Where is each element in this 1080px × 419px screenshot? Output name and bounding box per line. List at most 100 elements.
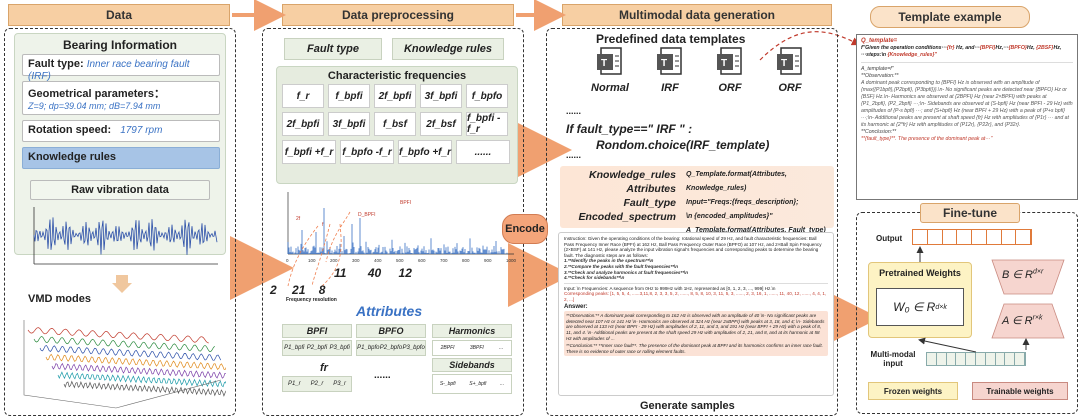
format-value: A_Template.format(Attributes, Fault_type…	[686, 227, 826, 234]
spectrum-tick: 0	[286, 258, 289, 263]
nums2-row: 2 21 8	[270, 283, 325, 297]
freq-cell: 2f_bpfi	[282, 112, 324, 136]
frozen-weights-legend: Frozen weights	[868, 382, 958, 400]
spectrum-tick: 1000	[506, 258, 517, 263]
sample-box: Instruction: Given the operating conditi…	[558, 232, 834, 396]
attr-item: 3BPFI	[469, 345, 484, 351]
template-name: ORF	[718, 82, 742, 94]
num-40: 40	[367, 266, 382, 280]
code-line-3: ......	[566, 150, 582, 160]
vmd-mode-line	[51, 362, 226, 379]
lora-a-shape	[991, 303, 1065, 339]
q-kr: {Knowledge_rules}"	[887, 52, 937, 58]
freq-cell: 2f_bsf	[420, 112, 462, 136]
attr-item: ...	[499, 345, 504, 351]
rotation-label: Rotation speed:	[28, 124, 112, 136]
freq-cell: 3f_bpfi	[420, 84, 462, 108]
vmd-mode-line	[27, 327, 209, 344]
input-cell	[995, 353, 1006, 365]
q-part-a: f"Given the operation conditions···	[861, 45, 947, 51]
finetune-arrows	[916, 246, 1030, 353]
a-template-body: A dominant peak corresponding to {BPFI} …	[861, 80, 1073, 128]
attr-item: S-_bpfi	[439, 381, 456, 387]
freq-cell: f_bpfo -f_r	[340, 140, 394, 164]
harmonics-items: 2BPFI 3BPFI...	[432, 340, 512, 356]
output-cell	[913, 230, 928, 244]
format-value: Input="Freqs:{freqs_description};	[686, 199, 799, 206]
attr-item: P1_r	[287, 381, 301, 387]
format-block	[560, 166, 834, 228]
vmd-mode-line	[39, 345, 222, 361]
svg-text:2f: 2f	[296, 216, 301, 222]
document-icon: T	[777, 47, 802, 75]
input-cell	[936, 353, 947, 365]
header-generation: Multimodal data generation	[562, 4, 832, 26]
vmd-mode-line	[45, 353, 226, 370]
dots-gen: ......	[566, 106, 582, 116]
q-part-d: Hz,	[1026, 45, 1037, 51]
num-21: 21	[292, 283, 306, 297]
input-cell	[975, 353, 986, 365]
format-key: Fault_type	[623, 197, 676, 209]
q-template-body: f"Given the operation conditions···{fr} …	[861, 45, 1073, 59]
output-cell	[927, 230, 943, 244]
code-line-2: Rondom.choice(IRF_template)	[596, 138, 770, 152]
dots-attr: ......	[374, 370, 391, 381]
lora-a-text: A ∈ Rr×k	[1002, 314, 1043, 327]
format-key: Attributes	[626, 183, 676, 195]
geometry-box: Geometrical parameters： Z=9; dp=39.04 mm…	[22, 81, 220, 115]
svg-text:BPFI: BPFI	[400, 200, 411, 206]
b-text: B ∈ R	[1002, 269, 1033, 281]
a-template-obs: **Observation:**	[861, 73, 899, 79]
code-line-1: If fault_type==" IRF " :	[566, 122, 693, 136]
q-part-c: Hz,···	[995, 45, 1009, 51]
raw-vibration-title: Raw vibration data	[30, 180, 210, 200]
vmd-modes-plot	[23, 320, 226, 409]
document-icon: T	[597, 47, 622, 75]
sample-peaks: Corresponding peaks: [1, 5, 5, 4, ......…	[564, 291, 827, 302]
q-template-label: Q_template=	[861, 38, 898, 44]
generate-samples-label: Generate samples	[640, 400, 735, 412]
knowledge-rules-chip: Knowledge rules	[392, 38, 504, 60]
format-value: \n {encoded_amplitudes}"	[686, 213, 773, 220]
spectrum-tick: 200	[330, 258, 338, 263]
down-arrow	[112, 275, 132, 293]
spectrum-tick: 500	[396, 258, 404, 263]
template-name: ORF	[778, 82, 802, 94]
bpfo-col: BPFO	[356, 324, 426, 338]
input-cell	[927, 353, 937, 365]
input-cell	[956, 353, 967, 365]
lora-b-shape	[991, 259, 1065, 295]
bpfi-col: BPFI	[282, 324, 352, 338]
spectrum-tick: 900	[484, 258, 492, 263]
attr-item: 2BPFI	[440, 345, 455, 351]
encode-button[interactable]: Encode	[502, 214, 548, 244]
header-data: Data	[8, 4, 230, 26]
geometry-value: Z=9; dp=39.04 mm; dB=7.94 mm	[28, 101, 161, 111]
freq-cell: f_bpfi	[328, 84, 370, 108]
input-vector	[926, 352, 1026, 366]
output-cell	[986, 230, 1002, 244]
output-cell	[957, 230, 972, 244]
output-label: Output	[876, 234, 903, 243]
format-key: Knowledge_rules	[589, 169, 676, 181]
format-rhs: Q_Template.format(Attributes, Knowledge_…	[686, 168, 836, 238]
lora-b-text: B ∈ Rd×r	[1002, 268, 1043, 281]
attr-item: ...	[500, 381, 505, 387]
attr-item: P3_bpfo	[402, 345, 425, 351]
freq-res-label: Frequency resolution	[286, 297, 337, 303]
output-cell	[942, 230, 958, 244]
svg-text:T: T	[721, 58, 727, 69]
freq-cell: 2f_bpfi	[374, 84, 416, 108]
num-8: 8	[318, 283, 326, 297]
spectrum-tick: 600	[418, 258, 426, 263]
input-cell	[1005, 353, 1016, 365]
attr-item: P1_bpfi	[284, 345, 305, 351]
input-cell	[985, 353, 996, 365]
sample-step: 2.**Compare the peaks with the fault fre…	[564, 263, 679, 269]
